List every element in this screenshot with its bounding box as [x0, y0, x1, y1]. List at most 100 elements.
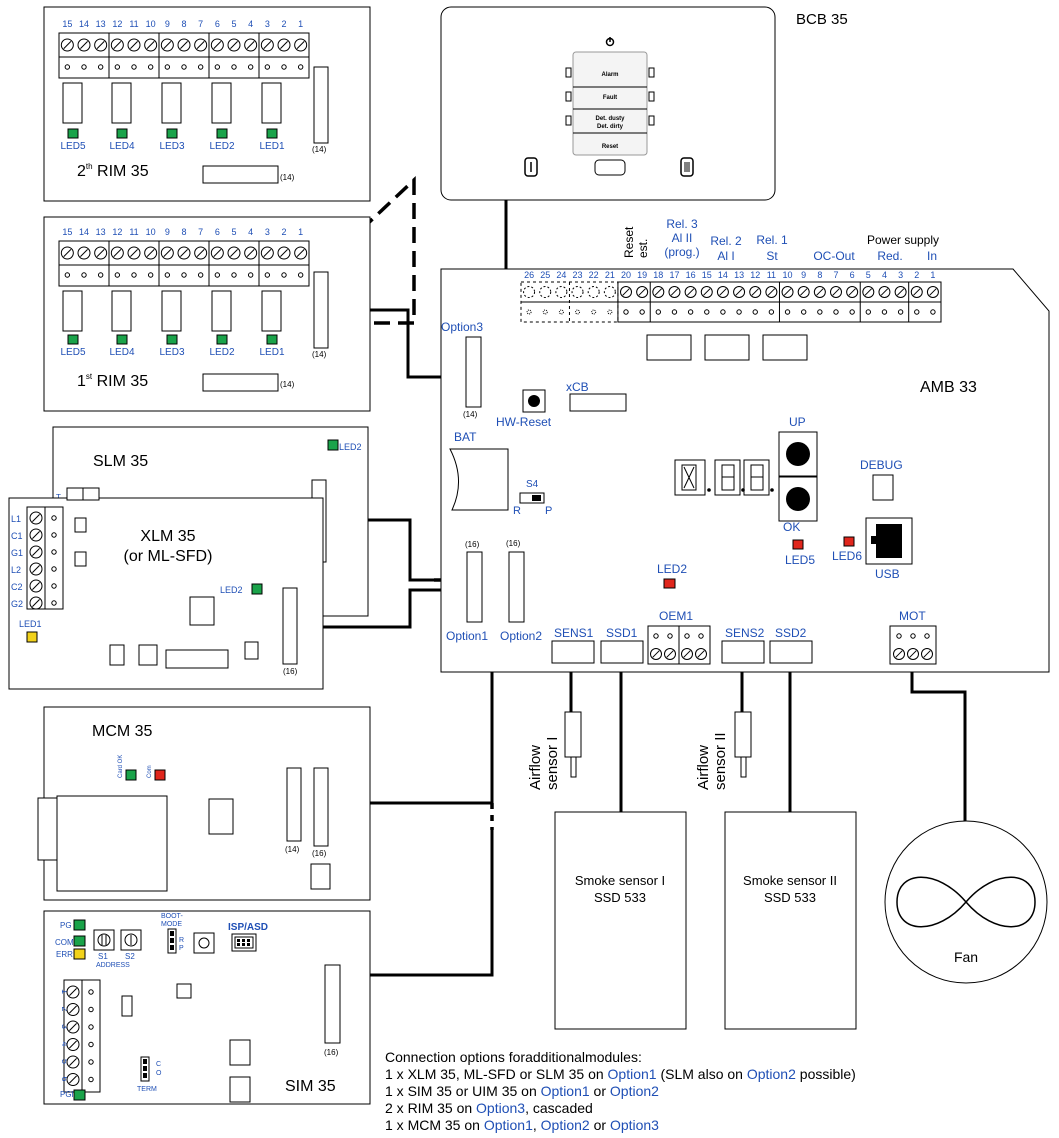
rim2-terminal-7: 7	[198, 19, 203, 29]
amb-label-est: est.	[636, 239, 650, 258]
rim1-terminal-9: 9	[165, 227, 170, 237]
sim-module: PG COM ERR S1 S2 ADDRESS BOOT- MODE R P …	[43, 910, 371, 1105]
rim2-terminal-5: 5	[231, 19, 236, 29]
rim1-led-label: LED1	[259, 347, 284, 358]
rim2-terminal-9: 9	[165, 19, 170, 29]
rim1-led-label: LED5	[60, 347, 85, 358]
rim2-led-label: LED4	[109, 141, 134, 152]
amb-debug-label: DEBUG	[860, 458, 903, 472]
fan: Fan	[884, 820, 1048, 984]
amb-up-label: UP	[789, 415, 806, 429]
amb-terminal-6: 6	[850, 270, 855, 280]
notes-line-1: 1 x XLM 35, ML-SFD or SLM 35 on Option1 …	[385, 1066, 856, 1082]
rim2-terminal-6: 6	[215, 19, 220, 29]
notes-line-3: 2 x RIM 35 on Option3, cascaded	[385, 1100, 593, 1116]
amb-conn16a: (16)	[465, 540, 480, 549]
amb-label-reset: Reset	[622, 226, 636, 258]
amb-label-rel3a: Rel. 3	[666, 217, 698, 231]
amb-s4-p: P	[545, 505, 552, 517]
amb-label-rel2b: Al I	[717, 249, 734, 263]
rim1-conn-right: (14)	[312, 350, 327, 359]
slm-led2-label: LED2	[339, 442, 362, 452]
airflow-sensor-1: Airflow sensor I	[527, 711, 582, 790]
bcb-btn-alarm: Alarm	[601, 72, 618, 78]
rim1-terminal-11: 11	[129, 227, 138, 237]
sim-term-c: C	[156, 1061, 161, 1068]
amb-s4-r: R	[513, 505, 521, 517]
amb-board: AMB 33 Reset est. Rel. 3 Al II (prog.) R…	[440, 217, 1050, 673]
cables	[240, 175, 967, 977]
xlm-terminal-C2: C2	[11, 582, 23, 592]
amb-terminal-26: 26	[524, 270, 534, 280]
amb-title: AMB 33	[920, 379, 977, 396]
xlm-terminal-G2: G2	[11, 599, 23, 609]
amb-mot-label: MOT	[899, 609, 926, 623]
svg-text:sensor II: sensor II	[712, 732, 729, 790]
amb-terminal-9: 9	[801, 270, 806, 280]
amb-terminal-22: 22	[589, 270, 599, 280]
xlm-title: XLM 35	[140, 528, 195, 545]
amb-label-rel3b: Al II	[672, 231, 693, 245]
amb-terminal-20: 20	[621, 270, 631, 280]
amb-hw-reset-label: HW-Reset	[496, 415, 552, 429]
amb-terminal-11: 11	[767, 270, 776, 280]
amb-xcb-label: xCB	[566, 380, 589, 394]
rim1-terminal-6: 6	[215, 227, 220, 237]
amb-usb-label: USB	[875, 567, 900, 581]
xlm-led2-label: LED2	[220, 585, 243, 595]
amb-option3-label: Option3	[441, 320, 483, 334]
sim-terminal-1: 1	[60, 989, 70, 994]
amb-label-rel1b: St	[766, 249, 778, 263]
rim1-terminal-10: 10	[146, 227, 156, 237]
amb-terminal-7: 7	[833, 270, 838, 280]
sim-com-label: COM	[55, 938, 74, 947]
rim2-terminal-2: 2	[281, 19, 286, 29]
notes-heading: Connection options foradditionalmodules:	[385, 1049, 642, 1065]
cable-rim-cascade	[240, 175, 416, 376]
amb-ssd2-label: SSD2	[775, 626, 807, 640]
rim1-led-label: LED2	[209, 347, 234, 358]
amb-terminal-5: 5	[866, 270, 871, 280]
rim2-led-label: LED2	[209, 141, 234, 152]
amb-terminal-23: 23	[573, 270, 583, 280]
cable-sim-option2	[344, 830, 494, 977]
sim-terminal-5: 5	[60, 1059, 70, 1064]
amb-terminal-8: 8	[817, 270, 822, 280]
rim2-terminal-11: 11	[129, 19, 138, 29]
amb-label-oc: OC-Out	[813, 249, 855, 263]
amb-conn16b: (16)	[506, 539, 521, 548]
rim2-terminal-4: 4	[248, 19, 253, 29]
svg-text:SSD 533: SSD 533	[594, 890, 646, 905]
rim2-title: 2th RIM 35	[77, 162, 149, 180]
rim1-terminal-5: 5	[231, 227, 236, 237]
xlm-terminal-L1: L1	[11, 514, 21, 524]
connection-notes: Connection options foradditionalmodules:…	[385, 1049, 1055, 1134]
rim1-terminal-12: 12	[112, 227, 122, 237]
xlm-terminal-C1: C1	[11, 531, 23, 541]
rim1-title: 1st RIM 35	[77, 372, 148, 390]
sim-terminal-6: 6	[60, 1077, 70, 1082]
amb-led5-label: LED5	[785, 553, 815, 567]
amb-label-rel1a: Rel. 1	[756, 233, 788, 247]
xlm-terminal-G1: G1	[11, 548, 23, 558]
rim1-terminal-4: 4	[248, 227, 253, 237]
notes-line-4: 1 x MCM 35 on Option1, Option2 or Option…	[385, 1117, 659, 1133]
rim1-terminal-1: 1	[298, 227, 303, 237]
sim-terminal-2: 2	[60, 1007, 70, 1012]
mcm-card-ok-label: Card OK	[118, 755, 124, 778]
amb-conn14: (14)	[463, 410, 478, 419]
sim-boot-label: BOOT-	[161, 913, 183, 920]
rim2-conn-right: (14)	[312, 145, 327, 154]
xlm-led1-label: LED1	[19, 619, 42, 629]
amb-terminal-15: 15	[702, 270, 712, 280]
mcm-conn14: (14)	[285, 845, 300, 854]
cable-mot	[910, 664, 967, 822]
amb-option1-label: Option1	[446, 629, 488, 643]
sim-r-label: R	[179, 937, 184, 944]
